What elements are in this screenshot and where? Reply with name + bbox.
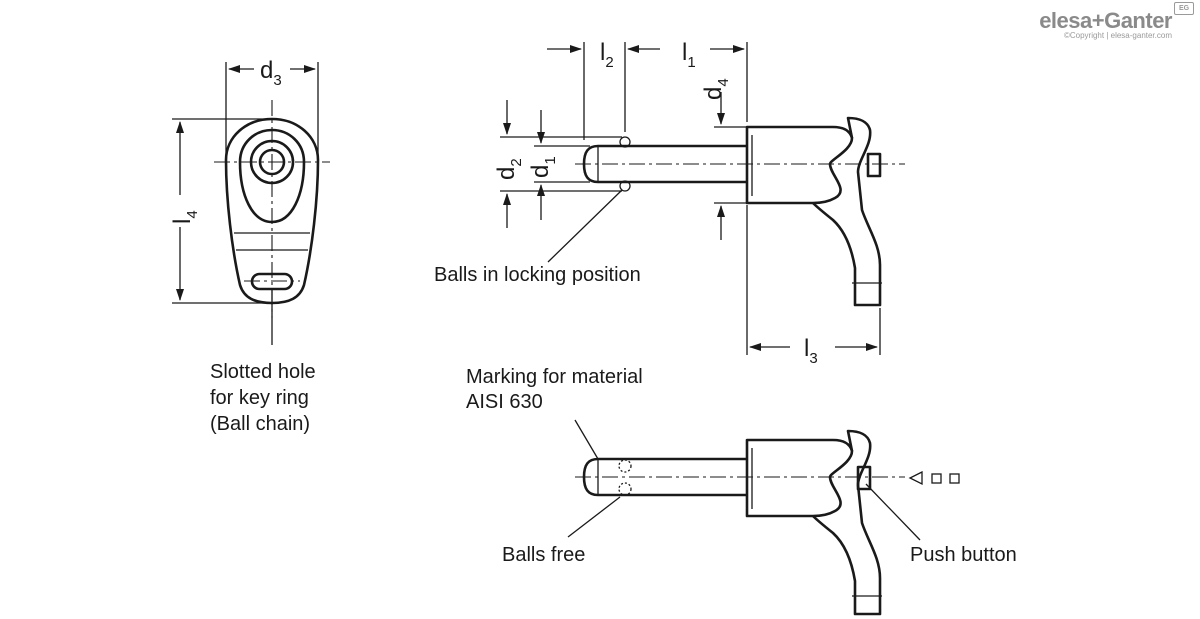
dim-d3: d3 (260, 57, 282, 89)
dim-d2: d2 (493, 158, 525, 180)
front-view: d3 l4 (169, 57, 330, 345)
side-view-released (567, 419, 960, 616)
label-push-button: Push button (910, 544, 1017, 566)
eg-badge: EG (1174, 2, 1194, 15)
elesa-ganter-logo: elesa+Ganter ©Copyright | elesa-ganter.c… (1039, 2, 1194, 40)
label-marking: Marking for material AISI 630 (466, 366, 648, 413)
label-balls-locking: Balls in locking position (434, 264, 641, 286)
label-balls-free: Balls free (502, 544, 585, 566)
dim-l1: l1 (682, 39, 696, 71)
dim-l3: l3 (804, 335, 818, 367)
dim-d1: d1 (527, 156, 559, 178)
dim-d4: d4 (700, 78, 732, 100)
dim-l2: l2 (600, 39, 614, 71)
side-view-locking: l2 l1 d4 d2 d1 l3 (493, 39, 905, 367)
dim-l4: l4 (169, 210, 201, 224)
label-slotted-hole: Slotted hole for key ring (Ball chain) (210, 361, 321, 435)
